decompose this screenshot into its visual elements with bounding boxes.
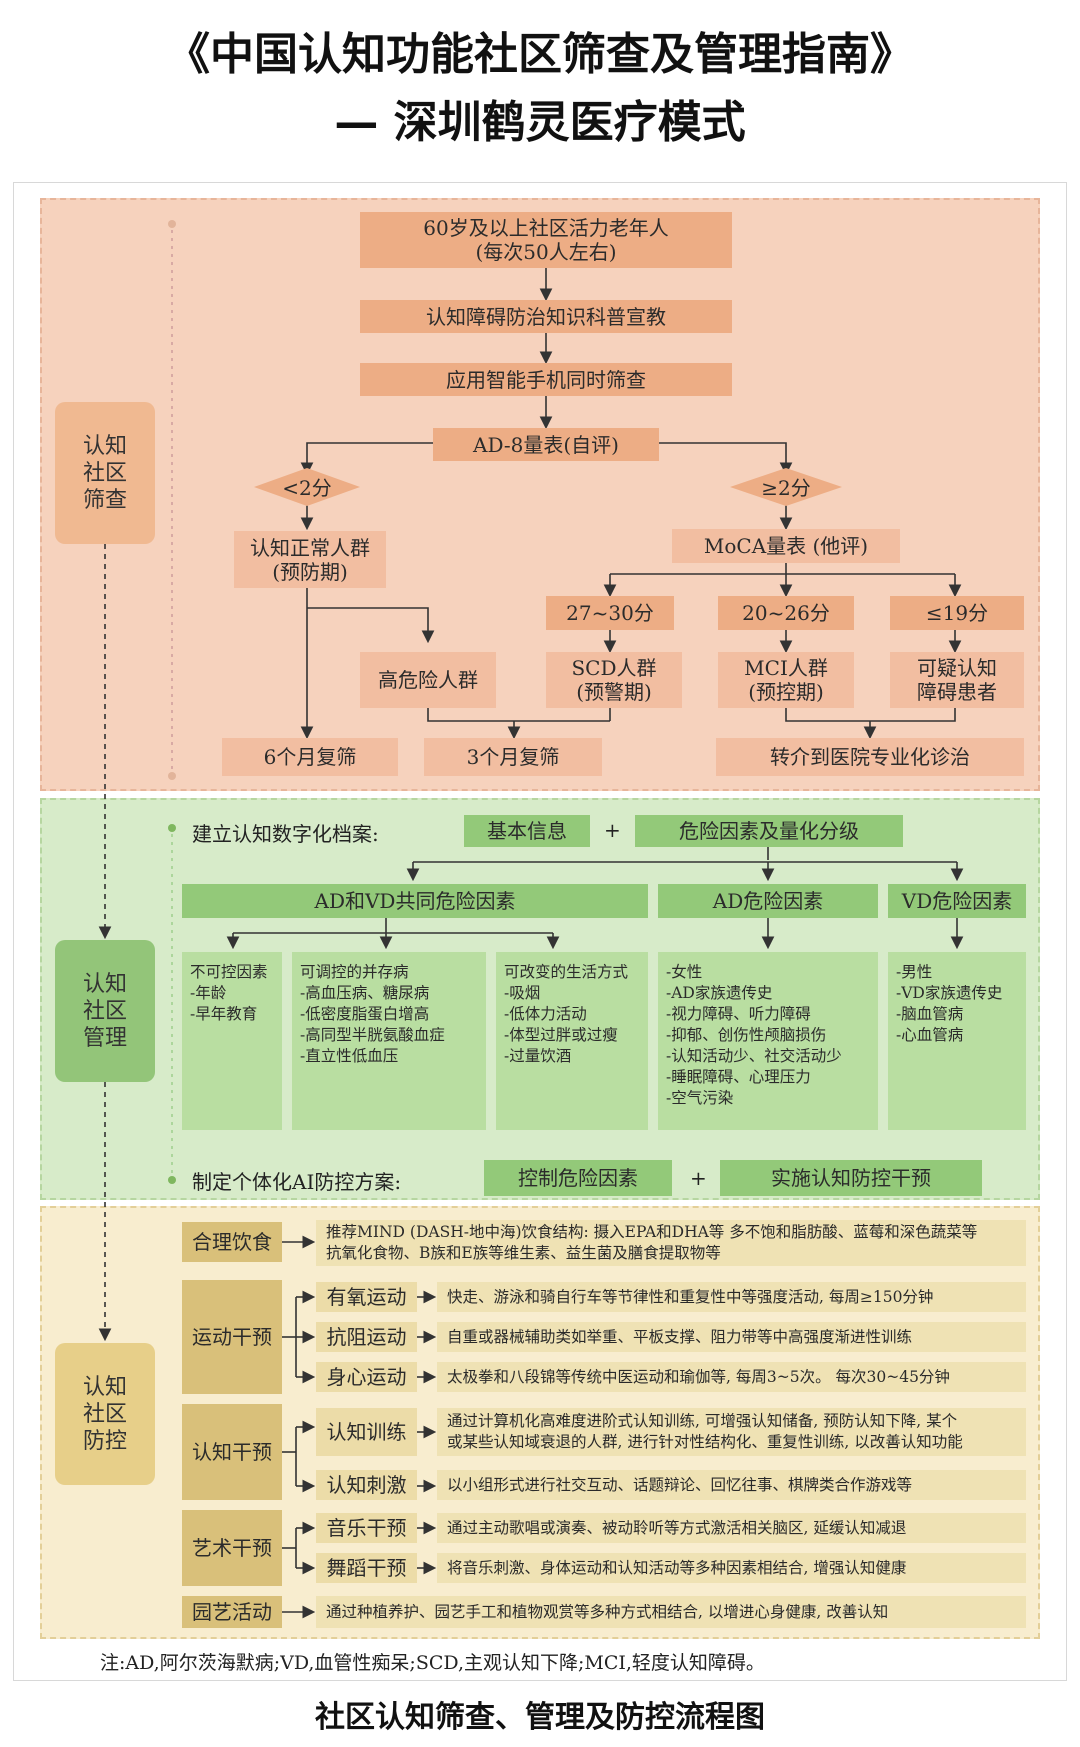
score-20-26-box: 20~26分 xyxy=(718,596,854,630)
gardening-desc: 通过种植养护、园艺手工和植物观赏等多种方式相结合, 以增进心身健康, 改善认知 xyxy=(316,1596,1026,1628)
plus-sign-2: + xyxy=(690,1166,707,1190)
music-desc: 通过主动歌唱或演奏、被动聆听等方式激活相关脑区, 延缓认知减退 xyxy=(437,1513,1026,1543)
ad-factors-box: AD危险因素 xyxy=(658,884,878,918)
lt2-label: <2分 xyxy=(282,476,332,500)
resistance-box: 抗阻运动 xyxy=(316,1322,417,1352)
education-box: 认知障碍防治知识科普宣教 xyxy=(360,300,732,333)
comorbidities-factors: 可调控的并存病 -高血压病、糖尿病 -低密度脂蛋白增高 -高同型半胱氨酸血症 -… xyxy=(292,952,486,1130)
control-risk-box: 控制危险因素 xyxy=(484,1160,672,1196)
high-risk-box: 高危险人群 xyxy=(360,652,496,708)
ad-factor-list: -女性 -AD家族遗传史 -视力障碍、听力障碍 -抑郁、创伤性颅脑损伤 -认知活… xyxy=(658,952,878,1130)
music-box: 音乐干预 xyxy=(316,1513,417,1543)
ad8-box: AD-8量表(自评) xyxy=(433,428,659,461)
moca-box: MoCA量表 (他评) xyxy=(672,529,900,563)
score-27-30-box: 27~30分 xyxy=(546,596,674,630)
page-subtitle: — 深圳鹤灵医疗模式 xyxy=(334,97,746,148)
dance-box: 舞蹈干预 xyxy=(316,1553,417,1583)
app-screening-box: 应用智能手机同时筛查 xyxy=(360,363,732,396)
ge2-label: ≥2分 xyxy=(761,476,811,500)
mci-box: MCI人群 (预控期) xyxy=(718,652,854,708)
plus-sign: + xyxy=(604,818,621,842)
basic-info-box: 基本信息 xyxy=(464,815,590,847)
training-box: 认知训练 xyxy=(316,1408,417,1456)
normal-group-box: 认知正常人群 (预防期) xyxy=(234,531,386,588)
vd-factor-list: -男性 -VD家族遗传史 -脑血管病 -心血管病 xyxy=(888,952,1026,1130)
dance-desc: 将音乐刺激、身体运动和认知活动等多种因素相结合, 增强认知健康 xyxy=(437,1553,1026,1583)
training-desc: 通过计算机化高难度进阶式认知训练, 可增强认知储备, 预防认知下降, 某个 或某… xyxy=(437,1408,1026,1456)
shared-factors-box: AD和VD共同危险因素 xyxy=(182,884,648,918)
aerobic-desc: 快走、游泳和骑自行车等节律性和重复性中等强度活动, 每周≥150分钟 xyxy=(437,1282,1026,1312)
page-title: 《中国认知功能社区筛查及管理指南》 xyxy=(166,29,914,80)
prevention-tag: 认知 社区 防控 xyxy=(55,1343,155,1485)
scd-box: SCD人群 (预警期) xyxy=(546,652,682,708)
uncontrollable-factors: 不可控因素 -年龄 -早年教育 xyxy=(182,952,282,1130)
plan-label: 制定个体化AI防控方案: xyxy=(192,1170,402,1194)
referral-box: 转介到医院专业化诊治 xyxy=(716,738,1024,776)
rescreen-6m-box: 6个月复筛 xyxy=(222,738,398,776)
resistance-desc: 自重或器械辅助类如举重、平板支撑、阻力带等中高强度渐进性训练 xyxy=(437,1322,1026,1352)
stimulation-box: 认知刺激 xyxy=(316,1470,417,1500)
screening-tag: 认知 社区 筛查 xyxy=(55,402,155,544)
footnote: 注:AD,阿尔茨海默病;VD,血管性痴呆;SCD,主观认知下降;MCI,轻度认知… xyxy=(100,1652,765,1674)
cognitive-box: 认知干预 xyxy=(182,1404,282,1500)
archive-label: 建立认知数字化档案: xyxy=(192,822,379,846)
risk-grading-box: 危险因素及量化分级 xyxy=(635,815,903,847)
target-population-box: 60岁及以上社区活力老年人 (每次50人左右) xyxy=(360,212,732,268)
suspected-box: 可疑认知 障碍患者 xyxy=(890,652,1024,708)
diet-box: 合理饮食 xyxy=(182,1222,282,1262)
vd-factors-box: VD危险因素 xyxy=(888,884,1026,918)
art-box: 艺术干预 xyxy=(182,1510,282,1586)
implement-box: 实施认知防控干预 xyxy=(720,1160,982,1196)
score-le19-box: ≤19分 xyxy=(890,596,1024,630)
gardening-box: 园艺活动 xyxy=(182,1596,282,1628)
diet-desc: 推荐MIND (DASH-地中海)饮食结构: 摄入EPA和DHA等 多不饱和脂肪… xyxy=(316,1220,1026,1266)
rescreen-3m-box: 3个月复筛 xyxy=(424,738,602,776)
management-tag: 认知 社区 管理 xyxy=(55,940,155,1082)
figure-caption: 社区认知筛查、管理及防控流程图 xyxy=(315,1700,765,1735)
aerobic-box: 有氧运动 xyxy=(316,1282,417,1312)
mindbody-box: 身心运动 xyxy=(316,1362,417,1392)
lifestyle-factors: 可改变的生活方式 -吸烟 -低体力活动 -体型过胖或过瘦 -过量饮酒 xyxy=(496,952,648,1130)
mindbody-desc: 太极拳和八段锦等传统中医运动和瑜伽等, 每周3~5次。 每次30~45分钟 xyxy=(437,1362,1026,1392)
exercise-box: 运动干预 xyxy=(182,1280,282,1394)
stimulation-desc: 以小组形式进行社交互动、话题辩论、回忆往事、棋牌类合作游戏等 xyxy=(437,1470,1026,1500)
